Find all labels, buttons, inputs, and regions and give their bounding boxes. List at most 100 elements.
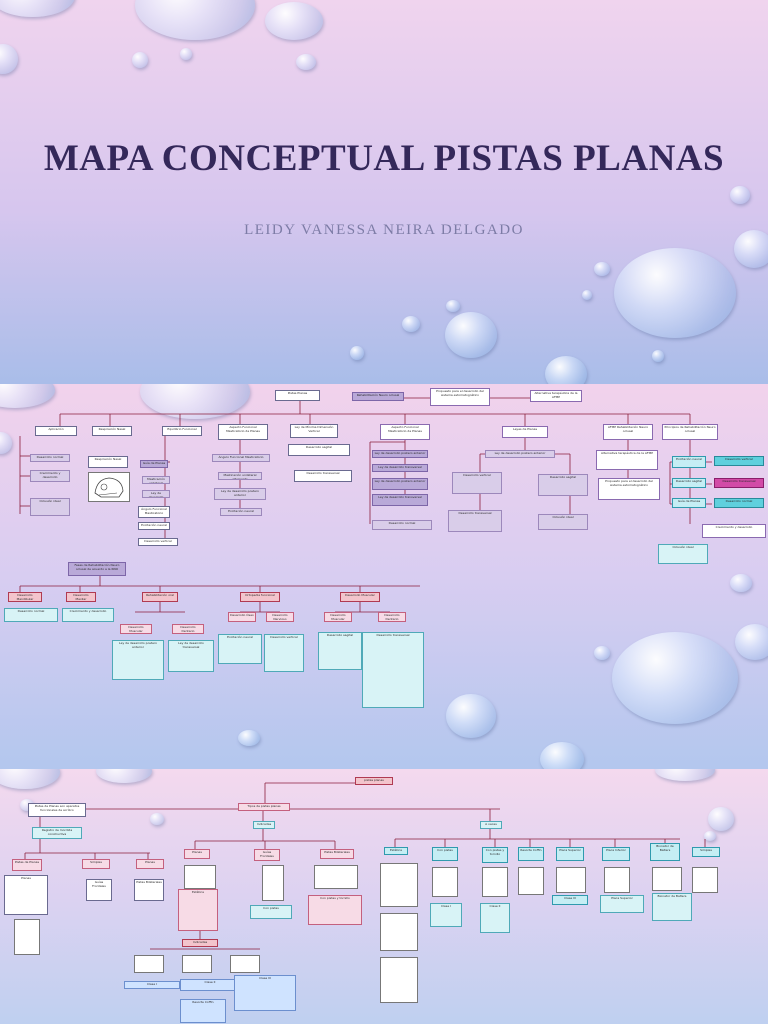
purpose-node: Propuesto para el desarrollo del sistema… — [430, 388, 490, 406]
water-drop — [445, 312, 497, 358]
column-title: Planas — [184, 849, 210, 859]
class-label: Clase II — [180, 979, 240, 991]
concept-node: Masticación unilateral alternante — [142, 476, 170, 484]
indicated-node: Indicadas — [253, 821, 275, 829]
column-title: Planas — [136, 859, 164, 869]
ortho-node: Registro de mordida constructiva — [32, 827, 82, 839]
column-title: Placa Superior — [556, 847, 584, 861]
water-drop — [655, 769, 715, 781]
detail-node: Desarrollo Muscular — [120, 624, 152, 634]
concept-map-slide-2: pistas planas Pistas de Planas son apara… — [0, 769, 768, 1024]
concept-node: Ángulo Funcional Masticatorio — [212, 454, 270, 462]
concept-node: Desarrollo sagital — [538, 474, 588, 496]
applications-node: Aplicación — [35, 426, 77, 436]
concept-node: Ley de desarrollo transversal — [142, 490, 170, 498]
branch-node: Rehabilitación oral — [142, 592, 178, 602]
concept-node: Guía de Planas — [672, 498, 706, 508]
definition-node: Pistas de Planas son aparatos funcionale… — [28, 803, 86, 817]
detail-node: Ley de desarrollo transversal — [168, 640, 214, 672]
class-label: Clase I — [124, 981, 180, 989]
title-slide: MAPA CONCEPTUAL PISTAS PLANAS LEIDY VANE… — [0, 0, 768, 384]
appliance-illustration — [14, 919, 40, 955]
water-drop — [350, 346, 364, 360]
appliance-illustration — [604, 867, 630, 893]
concept-node: Oclusión ideal — [658, 544, 708, 564]
concept-node: Excitación neural — [220, 508, 262, 516]
concept-map-slide-1: Pistas Planas Rehabilitación Neuro oclus… — [0, 384, 768, 769]
concept-node: Ley de desarrollo transversal — [372, 464, 428, 472]
class-label: Clase III — [234, 975, 296, 1011]
concept-node: Desarrollo transversal — [448, 510, 502, 532]
column-title: Resorte Coffin — [518, 847, 544, 861]
appliance-illustration — [432, 867, 458, 897]
flat-track-illustration — [184, 865, 216, 889]
afmp-node: AFMP Rehabilitación Neuro oclusal — [603, 424, 653, 440]
column-title: Pistas Bilaterales — [320, 849, 354, 859]
class-i-illustration — [134, 955, 164, 973]
water-drop — [238, 730, 260, 746]
column-title: Guías Frontales — [254, 849, 280, 861]
water-drop — [402, 316, 420, 332]
concept-node: Desarrollo vertical — [714, 456, 764, 466]
root-node: Pistas Planas — [275, 390, 320, 401]
water-drop — [734, 230, 768, 268]
water-drop — [132, 52, 148, 68]
skull-illustration — [88, 472, 130, 502]
column-detail: Planas — [4, 875, 48, 915]
column-detail: Guías Frontales — [86, 879, 112, 901]
water-drop — [735, 624, 768, 660]
alternative-node: Alternativa terapéutica de la AFMP — [530, 390, 582, 402]
concept-node: Desarrollo transversal — [294, 470, 352, 482]
column-detail: Con pistas y tornillo — [308, 895, 362, 925]
concept-node: Desarrollo vertical — [452, 472, 502, 494]
concept-node: Desarrollo sagital — [672, 478, 706, 488]
detail-node: Desarrollo Dentario — [378, 612, 406, 622]
concept-node: Desarrollo transversal — [714, 478, 764, 488]
author-subtitle: LEIDY VANESSA NEIRA DELGADO — [244, 222, 524, 238]
detail-node: Desarrollo Nervioso — [266, 612, 294, 622]
top-node: pistas planas — [355, 777, 393, 785]
functional-aspect-node: Aspecto Funcional Masticatorio de Planas — [218, 424, 268, 440]
concept-node: Crecimiento y desarrollo — [30, 470, 70, 482]
water-drop — [446, 694, 496, 738]
detail-node: Desarrollo sagital — [318, 632, 362, 670]
water-drop — [0, 769, 60, 789]
water-drop — [730, 574, 752, 592]
appliance-illustration — [380, 913, 418, 951]
water-drop — [614, 248, 736, 338]
water-drop — [0, 0, 75, 17]
concept-node: Desarrollo sagital — [288, 444, 350, 456]
concept-node: Desarrollo normal — [30, 454, 70, 462]
concept-node: Oclusión ideal — [538, 514, 588, 530]
contraindicated-node: A veces — [480, 821, 502, 829]
appliance-illustration — [692, 867, 718, 893]
class-ii-illustration — [182, 955, 212, 973]
water-drop — [730, 186, 750, 204]
detail-node: Desarrollo transversal — [362, 632, 424, 708]
water-drop — [296, 54, 316, 70]
column-title: Estática — [384, 847, 408, 855]
concept-node: Propuesto para el desarrollo del sistema… — [598, 478, 660, 500]
concept-node: Desarrollo normal — [714, 498, 764, 508]
appliance-illustration — [482, 867, 508, 897]
concept-node: Respiración Nasal — [88, 456, 128, 468]
detail-node: Desarrollo Muscular — [324, 612, 352, 622]
types-node: Tipos de pistas planas — [238, 803, 290, 811]
indications-node: Indicadas — [182, 939, 218, 947]
detail-node: Desarrollo Dentario — [172, 624, 204, 634]
detail-node: Ley de desarrollo postero anterior — [112, 640, 164, 680]
branch-node: Desarrollo Muscular — [340, 592, 380, 602]
column-detail: Placa Superior — [600, 895, 644, 913]
concept-node: Alternativa terapéutica de la AFMP — [596, 450, 658, 470]
water-drop — [0, 432, 12, 454]
column-detail: Con pistas — [250, 905, 292, 919]
column-detail: Pistas Bilaterales — [134, 879, 164, 901]
concept-node: Masticación unilateral alternante — [218, 472, 262, 480]
branch-node: Desarrollo Maxilar — [66, 592, 96, 602]
detail-node: Excitación neural — [218, 634, 262, 664]
water-drop — [0, 44, 18, 74]
page-title: MAPA CONCEPTUAL PISTAS PLANAS — [43, 138, 725, 179]
concept-node: Ley de desarrollo postero anterior — [372, 478, 428, 490]
column-title: Con pistas y tornillo — [482, 847, 508, 863]
water-drop — [446, 300, 460, 312]
